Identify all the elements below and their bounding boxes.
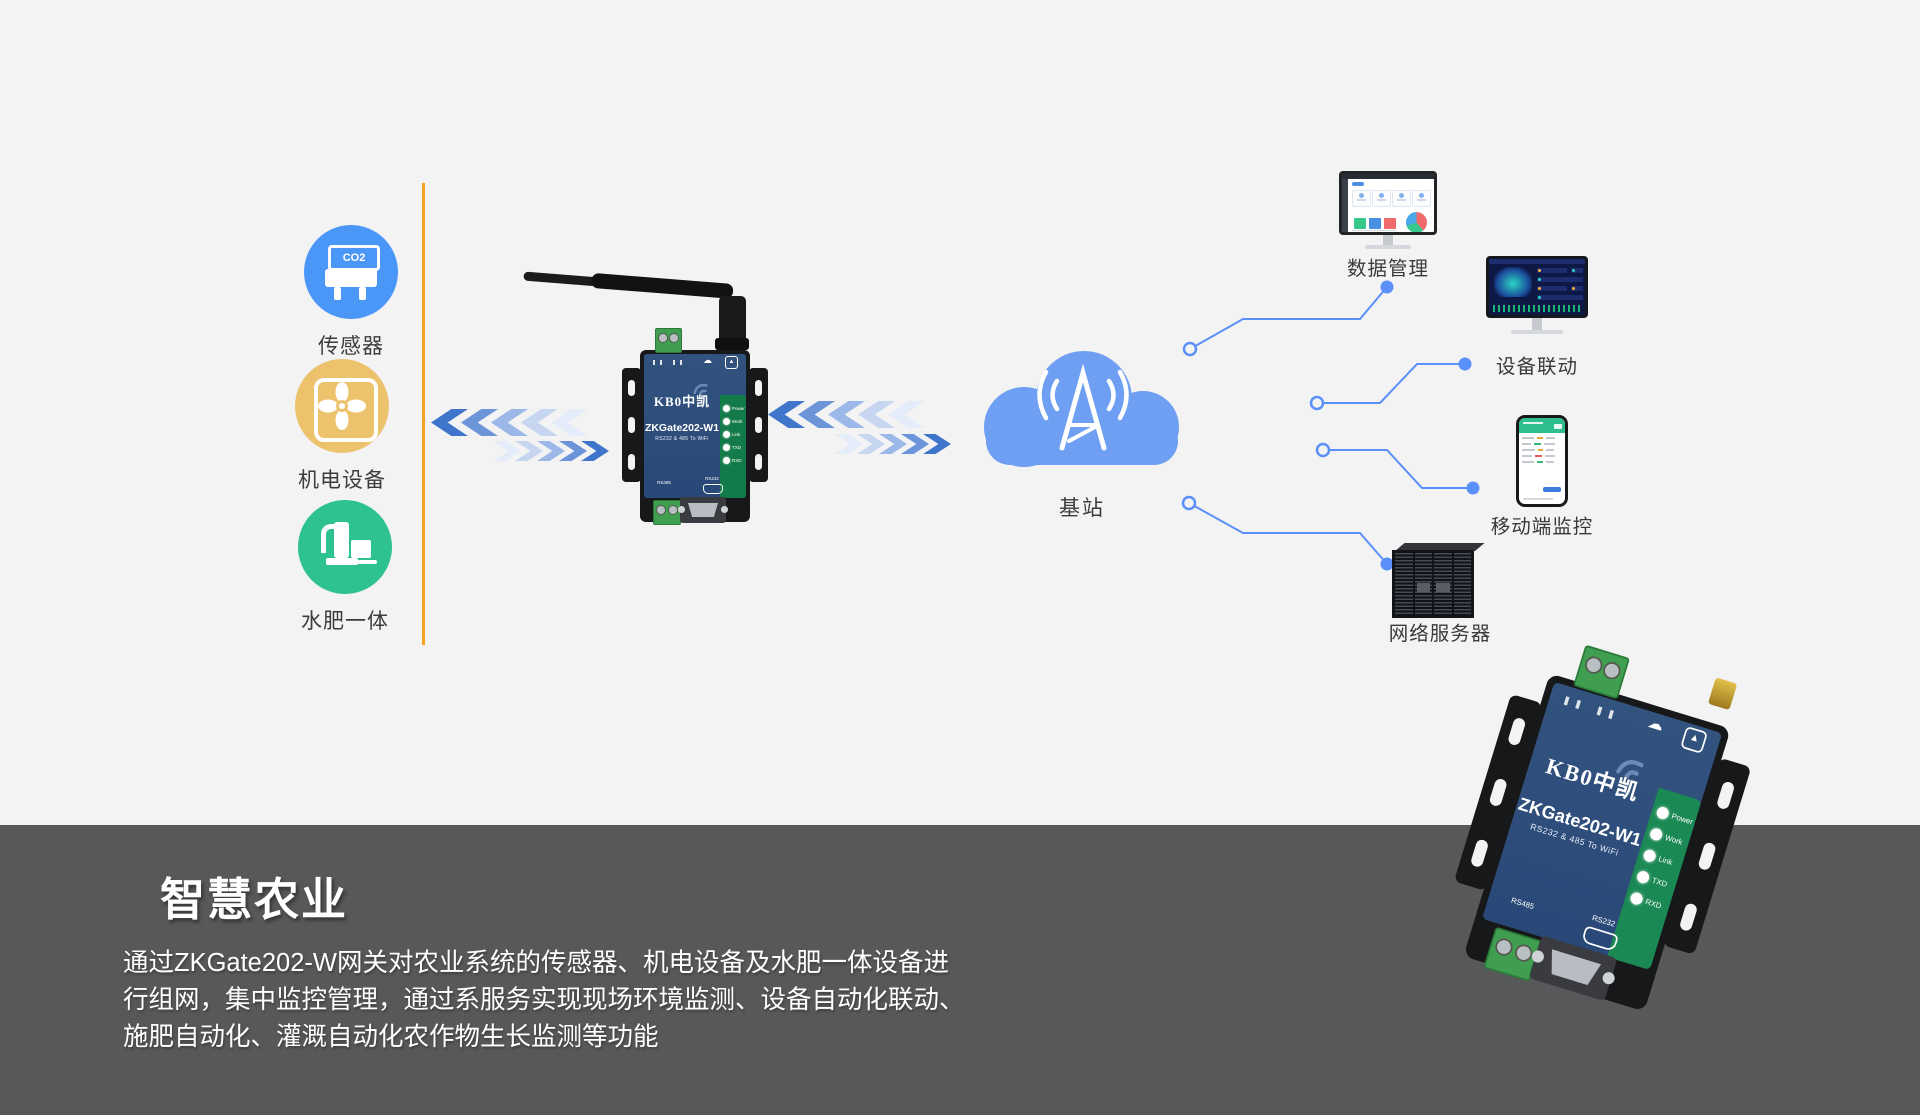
antenna-elbow: [719, 296, 746, 344]
spectrum-chart-icon: [1493, 305, 1583, 312]
led-txd-label: TXD: [732, 445, 741, 450]
data-management-monitor: [1339, 171, 1437, 249]
gateway-device: Power Work Link TXD RXD ☁ ▲ KB0中凯 ZKGate…: [523, 262, 775, 532]
terminal-block-top: [655, 328, 682, 353]
wifi-antenna: [523, 264, 734, 304]
source-equipment: 机电设备: [267, 359, 417, 494]
rs485-port-label: RS485: [657, 480, 671, 485]
flow-arrows-sources-to-gateway: [493, 441, 609, 461]
target-mobile-monitor-label: 移动端监控: [1490, 516, 1594, 538]
flow-arrows-gateway-to-cloud: [835, 434, 951, 454]
led-work-label: Work: [732, 419, 743, 424]
flow-arrows-cloud-to-gateway: [768, 401, 925, 428]
flow-arrows-left-to-sources: [431, 409, 588, 436]
banner-description: 通过ZKGate202-W网关对农业系统的传感器、机电设备及水肥一体设备进 行组…: [123, 945, 965, 1056]
led-strip: Power Work Link TXD RXD: [720, 395, 746, 498]
led-rxd-label: RXD: [732, 458, 742, 463]
wifi-signal-icon: [1616, 759, 1644, 779]
source-sensor-label: 传感器: [318, 335, 384, 358]
server-rack-icon: [1392, 550, 1474, 618]
target-data-management-label: 数据管理: [1346, 258, 1429, 280]
base-station-label: 基站: [1059, 497, 1105, 520]
led-link-label: Link: [732, 432, 741, 437]
terminal-block-bottom: [653, 500, 681, 525]
dark-dashboard-monitor-icon: [1486, 256, 1588, 318]
signal-tower-icon: [1037, 363, 1129, 451]
rs232-port-label: RS232: [705, 476, 719, 481]
banner-line-3: 施肥自动化、灌溉自动化农作物生长监测等功能: [123, 1023, 659, 1051]
gateway-brand: KB0中凯: [653, 394, 711, 409]
fan-blades: [318, 382, 366, 430]
brand-badge-icon: ▲: [725, 356, 738, 369]
sma-connector-gold: [1707, 677, 1738, 711]
device-linkage-monitor: [1486, 256, 1588, 334]
source-water-label: 水肥一体: [301, 610, 389, 633]
divider-line: [422, 183, 425, 645]
mount-flange-left: [622, 368, 641, 482]
source-equipment-label: 机电设备: [298, 469, 386, 492]
fan-icon: [295, 359, 389, 453]
cloud-connectors: [1181, 280, 1480, 571]
dashboard-monitor-icon: [1339, 171, 1437, 235]
source-water-fertilizer: 水肥一体: [270, 500, 420, 635]
pie-chart-icon: [1406, 212, 1427, 232]
db9-serial-port: [678, 497, 728, 523]
co2-label: CO2: [328, 245, 380, 271]
gateway-model: ZKGate202-W1: [644, 422, 720, 434]
target-device-linkage-label: 设备联动: [1495, 356, 1578, 378]
cloud-config-icon: ☁: [703, 355, 712, 365]
target-network-server-label: 网络服务器: [1388, 623, 1492, 645]
mobile-phone-icon: [1516, 415, 1568, 507]
co2-sensor-icon: CO2: [304, 225, 398, 319]
mount-flange-right: [749, 368, 768, 482]
phone-action-button-icon: [1543, 487, 1561, 492]
wifi-signal-icon: [693, 383, 708, 396]
gateway-subtitle: RS232 & 485 To WiFi: [655, 436, 709, 442]
banner-title: 智慧农业: [160, 874, 349, 925]
water-fertilizer-pump-icon: [298, 500, 392, 594]
base-station-cloud: [984, 351, 1179, 467]
banner-line-2: 行组网，集中监控管理，通过系服务实现现场环境监测、设备自动化联动、: [123, 986, 965, 1014]
banner-line-1: 通过ZKGate202-W网关对农业系统的传感器、机电设备及水肥一体设备进: [123, 949, 949, 977]
source-sensor: CO2 传感器: [276, 225, 426, 360]
rs232-port-glyph: [703, 484, 723, 494]
led-power-label: Power: [732, 406, 745, 411]
